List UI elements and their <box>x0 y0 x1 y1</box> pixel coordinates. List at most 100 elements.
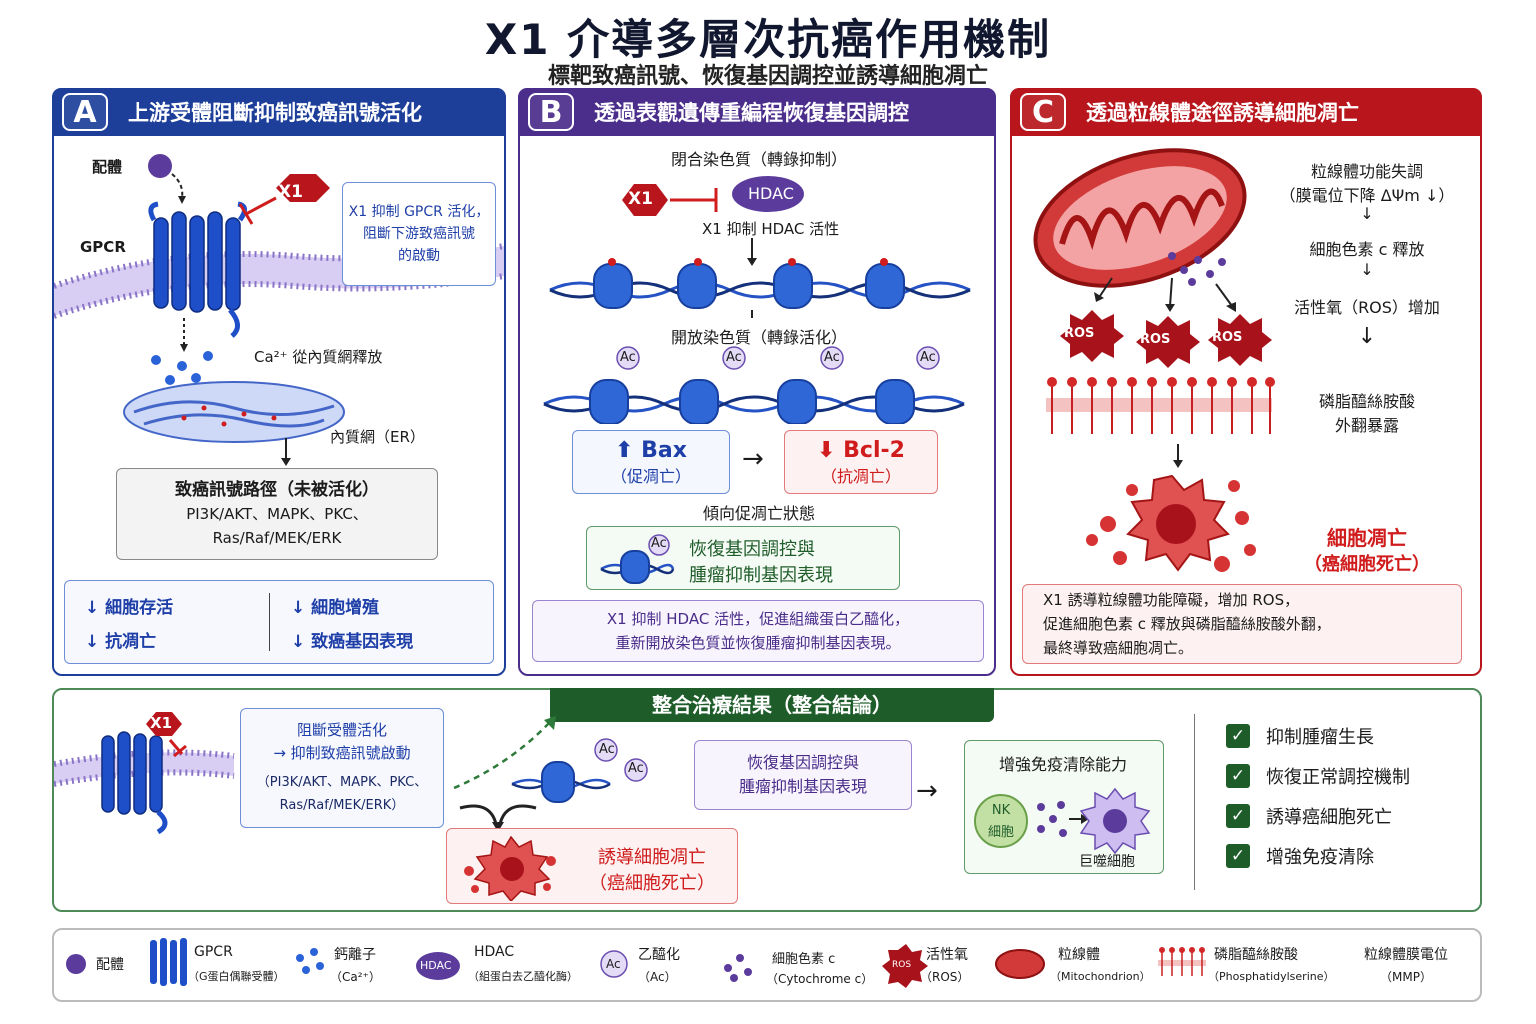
panel-c: C 透過粒線體途徑誘導細胞凋亡 ROS ROS ROS 粒線體功能失調 （膜電位… <box>1010 88 1482 676</box>
immune-box: 增強免疫清除能力 NK 細胞 巨噬細胞 <box>964 740 1164 874</box>
legend-cytochrome-sub: （Cytochrome c） <box>766 972 874 986</box>
effect-anti-apoptosis: ↓ 抗凋亡 <box>85 632 157 652</box>
er-to-pathway-arrow <box>281 438 291 466</box>
bottom-flow-graphic <box>453 716 648 832</box>
panel-c-apoptosis-sub: （癌細胞死亡） <box>1304 554 1430 575</box>
ligand-label: 配體 <box>92 158 123 176</box>
legend-ac-label: 乙醯化 <box>638 947 680 963</box>
cytochrome-c-icons <box>1168 252 1226 286</box>
bottom-x1-tag: X1 <box>150 714 173 732</box>
legend-mito-label: 粒線體 <box>1058 947 1100 963</box>
panel-a-header: A 上游受體阻斷抑制致癌訊號活化 <box>52 88 506 136</box>
bax-to-bcl-arrow: → <box>742 444 764 474</box>
legend-mito-sub: （Mitochondrion） <box>1050 970 1151 983</box>
ros-label-3: ROS <box>1212 330 1243 345</box>
legend-cytochrome-icon <box>724 954 752 982</box>
pathway-box: 致癌訊號路徑（未被活化） PI3K/AKT、MAPK、PKC、 Ras/Raf/… <box>116 468 438 560</box>
panel-b-x1-tag: X1 <box>628 189 653 209</box>
legend-calcium-icon <box>296 948 324 974</box>
page-subtitle: 標靶致癌訊號、恢復基因調控並誘導細胞凋亡 <box>547 64 988 89</box>
restore-ac-label: Ac <box>651 536 667 551</box>
check-icon: ✓ <box>1226 724 1250 748</box>
panel-a-effects: ↓ 細胞存活 ↓ 抗凋亡 ↓ 細胞增殖 ↓ 致癌基因表現 <box>64 580 494 664</box>
legend-mmp-label: 粒線體膜電位 <box>1364 947 1448 963</box>
restore-to-immune-arrow: → <box>916 776 938 806</box>
integrated-panel: 整合治療結果（整合結論） X1 阻斷受體活化 → 抑制致癌訊號啟動 （PI3K/… <box>52 688 1482 912</box>
nk-label-1: NK <box>991 803 1011 818</box>
bottom-ac-label-2: Ac <box>628 761 644 776</box>
legend-hdac-icon-text: HDAC <box>420 959 452 972</box>
panel-a: A 上游受體阻斷抑制致癌訊號活化 配體 GPCR <box>52 88 506 676</box>
er-graphic <box>123 381 345 443</box>
check-icon: ✓ <box>1226 764 1250 788</box>
bottom-gpcr-graphic <box>54 712 235 835</box>
hdac-inhibit-label: X1 抑制 HDAC 活性 <box>702 220 840 238</box>
ac-label-4: Ac <box>920 350 936 365</box>
legend-ros-label: 活性氧 <box>926 947 968 963</box>
effect-oncogene: ↓ 致癌基因表現 <box>291 632 414 652</box>
ros-label-2: ROS <box>1140 332 1171 347</box>
panel-a-letter: A <box>62 93 108 131</box>
integrated-header: 整合治療結果（整合結論） <box>550 688 994 722</box>
ca-release-label: Ca²⁺ 從內質網釋放 <box>254 348 383 366</box>
ac-label-3: Ac <box>824 350 840 365</box>
legend-calcium-sub: （Ca²⁺） <box>330 970 381 984</box>
panel-a-title: 上游受體阻斷抑制致癌訊號活化 <box>128 101 422 125</box>
panel-c-letter: C <box>1020 93 1066 131</box>
panel-b-title: 透過表觀遺傳重編程恢復基因調控 <box>594 101 909 125</box>
ligand-icon <box>148 154 172 178</box>
block-receptor-box: 阻斷受體活化 → 抑制致癌訊號啟動 （PI3K/AKT、MAPK、PKC、 Ra… <box>240 708 444 828</box>
legend-cytochrome-label: 細胞色素 c <box>772 952 836 967</box>
phosphatidylserine-membrane-graphic <box>1046 377 1275 434</box>
gpcr-icon <box>153 211 241 313</box>
restore-gene-box: Ac 恢復基因調控與 腫瘤抑制基因表現 <box>586 526 900 590</box>
ac-label-2: Ac <box>726 350 742 365</box>
panel-b-letter: B <box>528 93 574 131</box>
panel-c-title: 透過粒線體途徑誘導細胞凋亡 <box>1086 101 1359 125</box>
legend-ligand-label: 配體 <box>96 957 124 973</box>
legend-gpcr-icon <box>150 938 187 986</box>
legend-hdac-icon <box>416 952 460 980</box>
legend-gpcr-sub: （G蛋白偶聯受體） <box>188 970 285 983</box>
legend-mmp-sub: （MMP） <box>1380 970 1432 984</box>
check-item: ✓誘導癌細胞死亡 <box>1226 796 1410 836</box>
legend-mito-icon <box>995 949 1045 979</box>
step-ros-increase: 活性氧（ROS）增加 <box>1294 298 1440 317</box>
legend-ps-sub: （Phosphatidylserine） <box>1208 970 1335 983</box>
panel-b-summary: X1 抑制 HDAC 活性，促進組織蛋白乙醯化， 重新開放染色質並恢復腫瘤抑制基… <box>532 600 984 662</box>
panel-c-header: C 透過粒線體途徑誘導細胞凋亡 <box>1010 88 1482 136</box>
closed-chromatin-graphic <box>549 238 971 318</box>
legend: 配體 GPCR （G蛋白偶聯受體） 鈣離子 （Ca²⁺） HDAC HDAC （… <box>52 928 1482 1002</box>
bottom-ac-label-1: Ac <box>599 742 615 757</box>
acetylated-nucleosome-icon <box>600 534 675 584</box>
hdac-inhibition-graphic <box>622 176 804 216</box>
apoptotic-cell-graphic <box>1086 444 1256 572</box>
effect-proliferation: ↓ 細胞增殖 <box>291 598 380 618</box>
macrophage-label: 巨噬細胞 <box>1079 854 1135 870</box>
bottom-apoptosis-box: 誘導細胞凋亡 （癌細胞死亡） <box>446 828 738 904</box>
check-item: ✓恢復正常調控機制 <box>1226 756 1410 796</box>
bottom-apoptotic-cell-icon <box>464 835 556 901</box>
page-title: X1 介導多層次抗癌作用機制 <box>484 15 1052 64</box>
step-cytochrome-release: 細胞色素 c 釋放 <box>1309 240 1425 259</box>
x1-hexagon-icon <box>276 174 330 202</box>
effect-survival: ↓ 細胞存活 <box>85 598 174 618</box>
panel-a-note: X1 抑制 GPCR 活化， 阻斷下游致癌訊號 的啟動 <box>342 182 496 286</box>
panel-b: B 透過表觀遺傳重編程恢復基因調控 閉合染色質（轉錄抑制） X1 HDAC X1… <box>518 88 996 676</box>
legend-hdac-sub: （組蛋白去乙醯化酶） <box>468 970 578 983</box>
bcl2-box: ⬇ Bcl-2 （抗凋亡） <box>784 430 938 494</box>
mitochondrion-graphic <box>1033 148 1272 368</box>
panel-c-summary: X1 誘導粒線體功能障礙，增加 ROS， 促進細胞色素 c 釋放與磷脂醯絲胺酸外… <box>1022 584 1462 664</box>
legend-ros-sub: （ROS） <box>920 970 970 984</box>
open-chromatin-label: 開放染色質（轉錄活化） <box>670 328 847 347</box>
bottom-restore-box: 恢復基因調控與 腫瘤抑制基因表現 <box>694 740 912 810</box>
panel-b-header: B 透過表觀遺傳重編程恢復基因調控 <box>518 88 996 136</box>
ac-label-1: Ac <box>620 350 636 365</box>
check-icon: ✓ <box>1226 844 1250 868</box>
step-dysfunction: 粒線體功能失調 <box>1310 162 1423 181</box>
step-membrane-potential: （膜電位下降 ΔΨm ↓） <box>1279 186 1455 205</box>
pro-apoptotic-state-label: 傾向促凋亡狀態 <box>702 504 815 523</box>
hdac-label: HDAC <box>748 184 794 203</box>
legend-ros-icon-text: ROS <box>892 960 912 970</box>
legend-ac-icon <box>600 950 628 978</box>
